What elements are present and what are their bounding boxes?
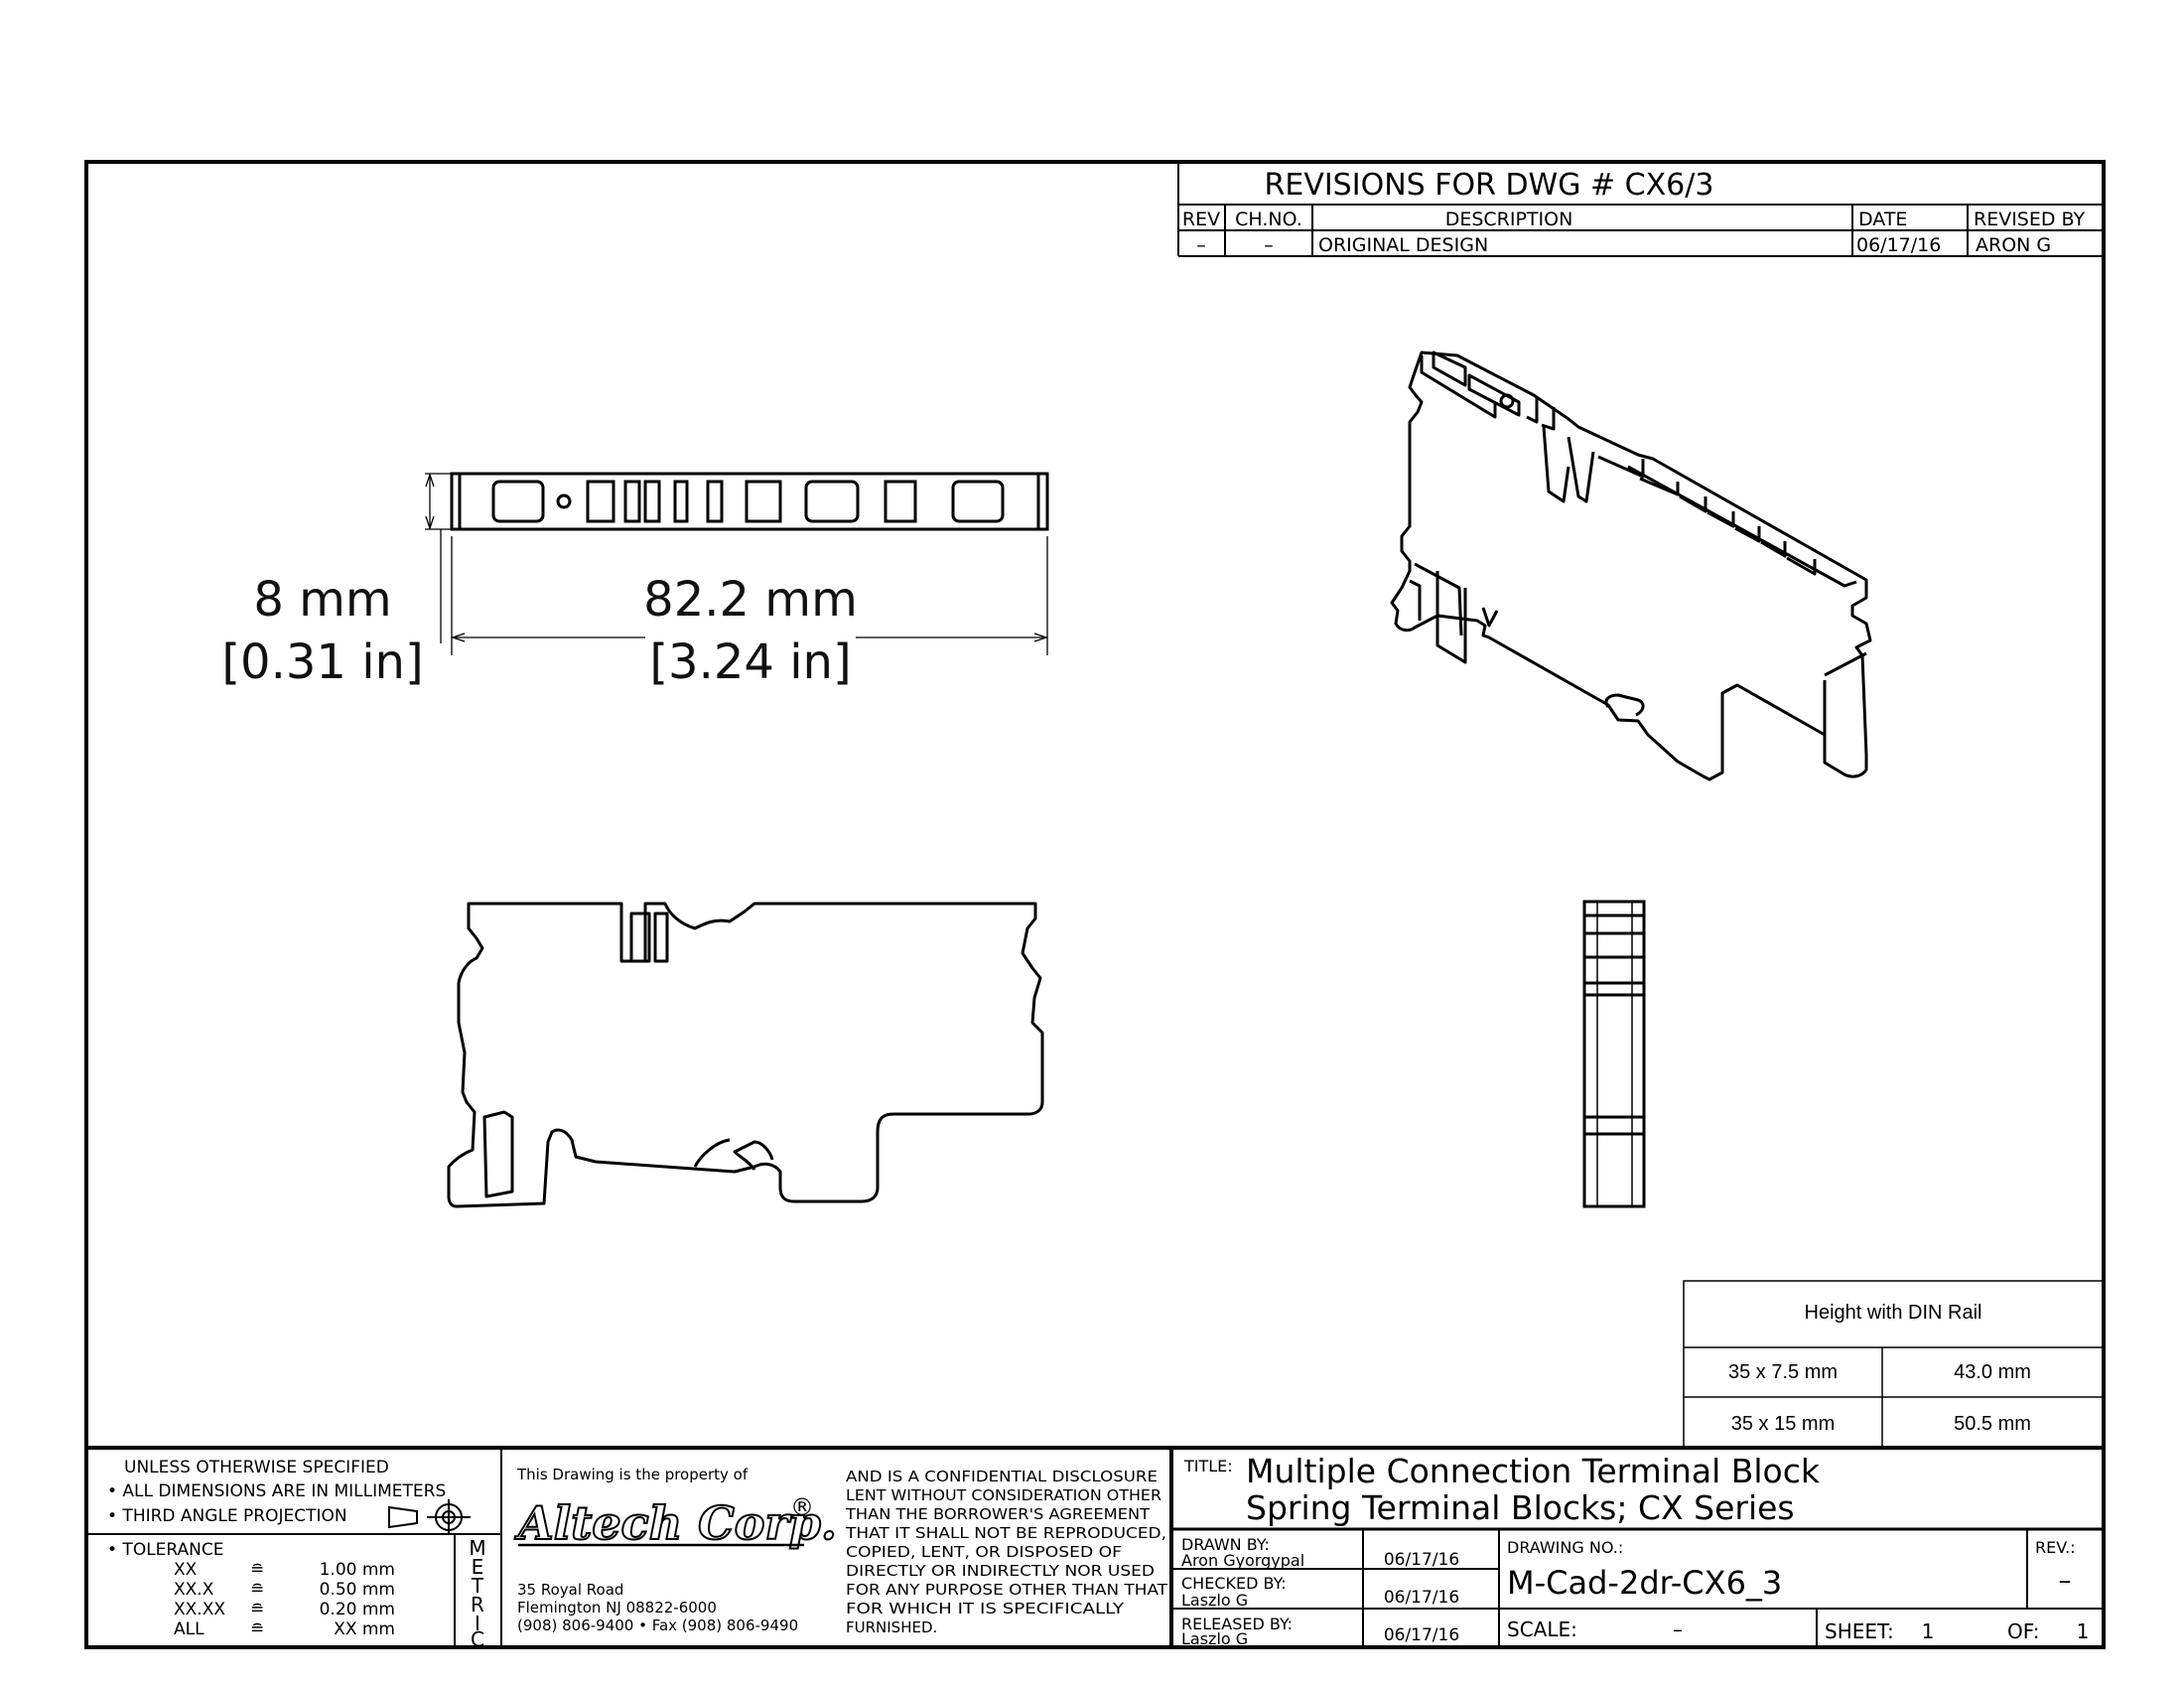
length-mm-label: 82.2 mm (643, 572, 858, 628)
tol-key-xxxx: XX.XX (174, 1600, 225, 1619)
disclosure-line: THAN THE BORROWER'S AGREEMENT (845, 1505, 1151, 1523)
disclosure-line: DIRECTLY OR INDIRECTLY NOR USED (846, 1562, 1155, 1580)
title-line1: Multiple Connection Terminal Block (1246, 1452, 1821, 1490)
metric-letters: M E T R I C (469, 1536, 485, 1651)
tol-sym-all: ≘ (250, 1619, 264, 1639)
drawn-by-label: DRAWN BY: (1181, 1535, 1270, 1554)
chno-header: CH.NO. (1235, 209, 1302, 230)
sheet-label: SHEET: (1825, 1619, 1894, 1643)
revisions-title: REVISIONS FOR DWG # CX6/3 (1265, 168, 1714, 203)
metric-e: E (472, 1555, 484, 1579)
checked-date: 06/17/16 (1384, 1588, 1459, 1608)
date-value: 06/17/16 (1856, 234, 1941, 256)
scale-label: SCALE: (1507, 1618, 1577, 1641)
height-mm-label: 8 mm (253, 572, 391, 628)
din-row2-height: 50.5 mm (1954, 1413, 2031, 1435)
disclosure-line: FURNISHED. (846, 1618, 937, 1636)
metric-i: I (475, 1612, 480, 1635)
tol-key-xx: XX (174, 1560, 198, 1580)
title-block (86, 1446, 2104, 1647)
description-header: DESCRIPTION (1445, 209, 1573, 230)
rev-number: – (2059, 1566, 2072, 1596)
disclosure-line: FOR ANY PURPOSE OTHER THAN THAT (846, 1581, 1168, 1599)
disclosure-line: FOR WHICH IT IS SPECIFICALLY (846, 1600, 1125, 1618)
of-value: 1 (2077, 1619, 2090, 1643)
disclosure-line: AND IS A CONFIDENTIAL DISCLOSURE (846, 1468, 1158, 1485)
metric-t: T (471, 1574, 484, 1598)
metric-m: M (469, 1536, 485, 1560)
dimension-lines (425, 472, 1049, 655)
tol-sym-xxxx: ≘ (250, 1600, 264, 1619)
checked-by-value: Laszlo G (1181, 1591, 1248, 1610)
released-by-label: RELEASED BY: (1181, 1615, 1293, 1633)
tol-sym-xx: ≘ (250, 1560, 264, 1580)
revised-by-header: REVISED BY (1974, 209, 2086, 230)
metric-c: C (471, 1627, 484, 1651)
rev-label: REV.: (2035, 1538, 2076, 1557)
side-view (1582, 900, 1646, 1208)
tol-val-xx: 1.00 mm (320, 1560, 395, 1580)
tol-val-xxx: 0.50 mm (320, 1580, 395, 1600)
drawing-no-value: M-Cad-2dr-CX6_3 (1507, 1564, 1782, 1602)
rev-value: – (1196, 234, 1206, 256)
tolerance-rows: XX ≘ 1.00 mm XX.X ≘ 0.50 mm XX.XX ≘ 0.20… (174, 1560, 395, 1639)
scale-value: – (1673, 1618, 1683, 1641)
company-address1: 35 Royal Road (517, 1581, 623, 1599)
released-by-value: Laszlo G (1181, 1629, 1248, 1648)
tol-key-all: ALL (174, 1619, 205, 1639)
chno-value: – (1264, 234, 1274, 256)
rev-header: REV (1182, 209, 1220, 230)
tol-key-xxx: XX.X (174, 1580, 214, 1600)
tol-val-all: XX mm (334, 1619, 395, 1639)
top-view (450, 472, 1049, 531)
height-in-label: [0.31 in] (221, 634, 423, 690)
length-in-label: [3.24 in] (649, 634, 851, 690)
logo-text: Altech Corp. (514, 1496, 837, 1550)
projection-note: • THIRD ANGLE PROJECTION (107, 1506, 347, 1526)
isometric-view (1390, 351, 1872, 781)
tolerance-label: • TOLERANCE (107, 1540, 224, 1560)
checked-by-label: CHECKED BY: (1181, 1574, 1287, 1593)
sheet-value: 1 (1922, 1619, 1935, 1643)
title-label: TITLE: (1183, 1457, 1233, 1476)
description-value: ORIGINAL DESIGN (1318, 234, 1488, 256)
company-phone: (908) 806-9400 • Fax (908) 806-9490 (517, 1617, 798, 1634)
metric-r: R (471, 1593, 484, 1617)
title-line2: Spring Terminal Blocks; CX Series (1246, 1488, 1795, 1527)
din-rail-table: Height with DIN Rail 35 x 7.5 mm 43.0 mm… (1683, 1280, 2105, 1449)
sheet-border (84, 160, 2106, 1649)
drawn-by-value: Aron Gyorgypal (1181, 1551, 1304, 1570)
revisions-table: REVISIONS FOR DWG # CX6/3 REV CH.NO. DES… (1177, 162, 2104, 257)
third-angle-projection-icon (388, 1499, 471, 1535)
registered-mark: ® (790, 1493, 814, 1521)
revised-by-value: ARON G (1976, 234, 2051, 256)
altech-logo: Altech Corp. ® (513, 1493, 838, 1551)
drawing-no-label: DRAWING NO.: (1507, 1538, 1623, 1557)
dimensions-note: • ALL DIMENSIONS ARE IN MILLIMETERS (107, 1481, 446, 1501)
unless-specified: UNLESS OTHERWISE SPECIFIED (124, 1458, 389, 1477)
din-row2-rail: 35 x 15 mm (1731, 1413, 1835, 1435)
disclosure-line: LENT WITHOUT CONSIDERATION OTHER (846, 1486, 1161, 1504)
disclosure-line: COPIED, LENT, OR DISPOSED OF (846, 1543, 1122, 1561)
din-table-title: Height with DIN Rail (1805, 1302, 1982, 1324)
drawn-date: 06/17/16 (1384, 1550, 1459, 1570)
disclosure-line: THAT IT SHALL NOT BE REPRODUCED, (845, 1524, 1166, 1542)
disclosure-text: AND IS A CONFIDENTIAL DISCLOSURE LENT WI… (845, 1468, 1168, 1636)
front-view (447, 902, 1044, 1208)
released-date: 06/17/16 (1384, 1625, 1459, 1645)
din-row1-height: 43.0 mm (1954, 1361, 2031, 1383)
date-header: DATE (1858, 209, 1907, 230)
company-address2: Flemington NJ 08822-6000 (517, 1599, 717, 1617)
din-row1-rail: 35 x 7.5 mm (1728, 1361, 1838, 1383)
tol-sym-xxx: ≘ (250, 1580, 264, 1600)
tol-val-xxxx: 0.20 mm (320, 1600, 395, 1619)
property-text: This Drawing is the property of (516, 1466, 749, 1483)
of-label: OF: (2007, 1619, 2039, 1643)
